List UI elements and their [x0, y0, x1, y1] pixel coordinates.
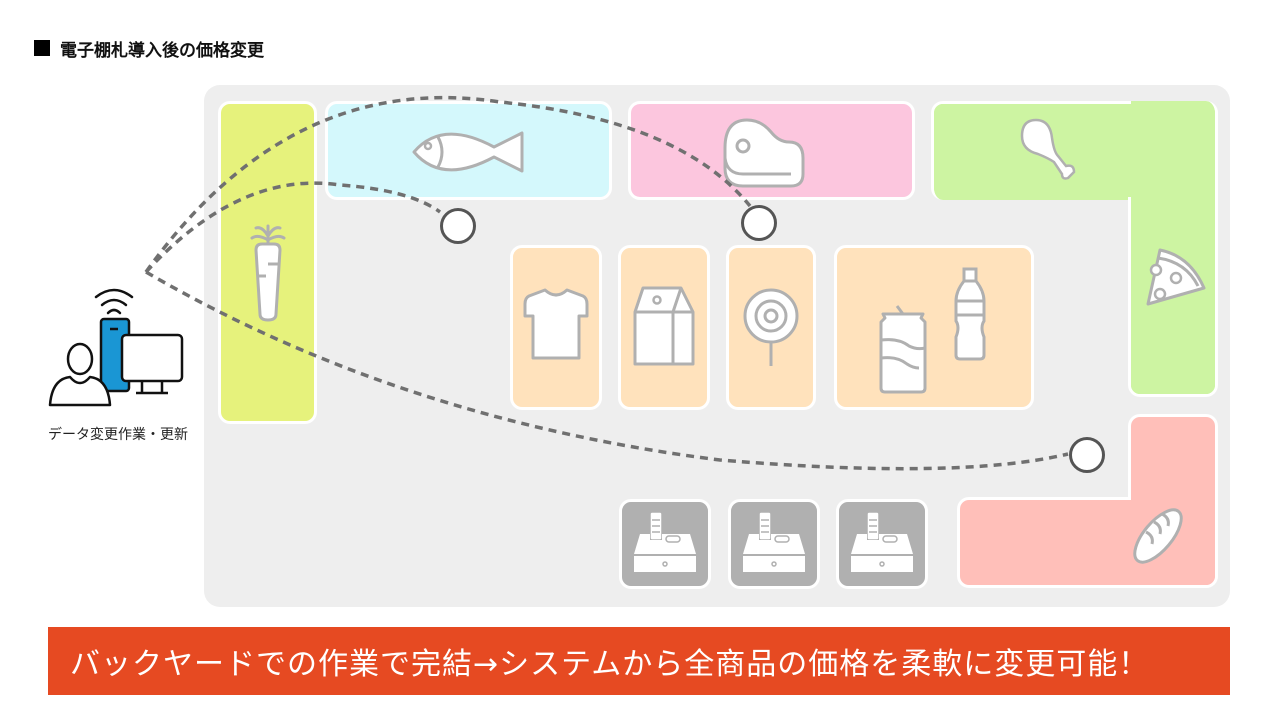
cash-register-icon [851, 511, 913, 572]
staff-label: データ変更作業・更新 [48, 427, 188, 443]
bread-icon [1133, 508, 1183, 564]
page-title: 電子棚札導入後の価格変更 [34, 36, 264, 61]
wifi-icon [94, 288, 134, 315]
price-tag-fish[interactable] [440, 208, 476, 244]
cash-register-icon [743, 511, 805, 572]
zone-deli-fill-vertical [1131, 104, 1215, 394]
zone-meat [628, 101, 915, 200]
title-text: 電子棚札導入後の価格変更 [60, 40, 264, 61]
lollipop-icon [743, 288, 799, 366]
fish-icon [412, 131, 524, 173]
tshirt-icon [523, 288, 589, 360]
register-1 [619, 499, 711, 589]
banner-text: バックヤードでの作業で完結→システムから全商品の価格を柔軟に変更可能！ [70, 647, 1150, 682]
price-tag-bakery[interactable] [1069, 437, 1105, 473]
carrot-icon [250, 224, 286, 322]
zone-vegetables [218, 101, 317, 424]
can-icon [879, 305, 927, 394]
staff-workstation-icon [48, 288, 184, 407]
milk-carton-icon [633, 286, 695, 366]
zone-clothing [510, 245, 602, 410]
monitor-icon [120, 333, 184, 383]
zone-candy [726, 245, 816, 410]
pizza-icon [1146, 248, 1206, 306]
register-2 [728, 499, 820, 589]
chicken-leg-icon [1020, 118, 1076, 180]
bottle-icon [954, 267, 986, 361]
cash-register-icon [634, 511, 696, 572]
title-bullet-icon [34, 40, 50, 56]
zone-dairy [618, 245, 710, 410]
zone-fish [325, 101, 612, 200]
price-tag-meat[interactable] [741, 205, 777, 241]
zone-drinks [834, 245, 1034, 410]
summary-banner: バックヤードでの作業で完結→システムから全商品の価格を柔軟に変更可能！ [48, 627, 1230, 695]
meat-icon [723, 118, 805, 188]
person-icon [48, 342, 112, 407]
register-3 [836, 499, 928, 589]
